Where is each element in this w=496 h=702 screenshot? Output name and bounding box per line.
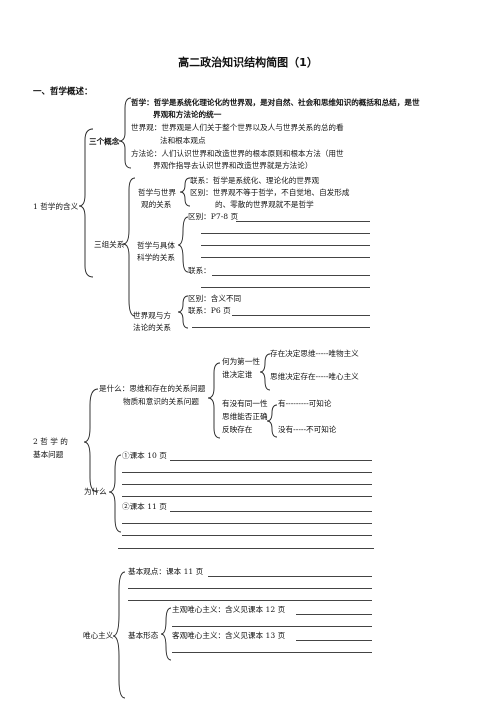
objective-idealism-text: 客观唯心主义：含义见课本 13 页 (172, 631, 286, 640)
blank-line (128, 600, 372, 601)
identity-line1: 有没有同一性 (222, 399, 268, 408)
identity-line2: 思维能否正确 (222, 412, 268, 421)
worldview-method-label-line2: 法论的关系 (133, 323, 171, 332)
blank-line (212, 275, 370, 276)
worldview-method-difference: 区别：含义不同 (188, 294, 242, 303)
blank-line (170, 460, 372, 461)
blank-line (232, 315, 370, 316)
brace-three-relations (122, 177, 136, 317)
section-heading: 一、哲学概述： (33, 87, 93, 97)
phil-worldview-difference-line1: 区别：世界观不等于哲学，不自觉地、自发形成 (190, 188, 350, 197)
topic2-label-line2: 基本问题 (33, 450, 64, 459)
brace-phil-worldview (179, 177, 191, 207)
blank-line (122, 484, 372, 485)
page-title: 高二政治知识结构简图（1） (178, 56, 318, 69)
brace-what (207, 362, 221, 439)
phil-science-label-line1: 哲学与具体 (137, 241, 175, 250)
brace-idealism (112, 571, 126, 699)
blank-line (122, 523, 372, 524)
agnostic-text: 没有-----不可知论 (278, 425, 337, 434)
brace-worldview-method (177, 295, 189, 329)
phil-worldview-connection: 联系：哲学是系统化、理论化的世界观 (190, 176, 320, 185)
phil-science-difference: 区别：P7-8 页 (188, 212, 239, 221)
blank-line (201, 233, 370, 234)
basic-forms-label: 基本形态 (128, 631, 159, 640)
topic1-label: 1 哲学的含义 (33, 202, 79, 211)
phil-worldview-label-line1: 哲学与世界 (138, 188, 176, 197)
which-first-line2: 谁决定谁 (222, 370, 253, 379)
methodology-def-line1: 方法论：人们认识世界和改造世界的根本原则和根本方法（用世 (131, 149, 344, 158)
worldview-def-line1: 世界观：世界观是人们关于整个世界以及人与世界关系的总的看 (131, 123, 344, 132)
identity-line3: 反映存在 (222, 425, 253, 434)
topic2-label-line1: 2 哲 学 的 (33, 437, 68, 446)
blank-line (122, 535, 372, 536)
phil-worldview-label-line2: 观的关系 (141, 200, 172, 209)
brace-three-concepts (118, 97, 132, 169)
blank-line (172, 626, 372, 627)
brace-why (108, 454, 122, 533)
why-label: 为什么 (84, 487, 107, 496)
brace-topic1 (78, 128, 94, 278)
brace-forms (160, 607, 172, 661)
which-first-line1: 何为第一性 (222, 357, 260, 366)
worldview-method-label-line1: 世界观与方 (133, 311, 171, 320)
phil-science-label-line2: 科学的关系 (137, 253, 175, 262)
phil-science-connection: 联系： (188, 266, 211, 275)
blank-line (122, 496, 372, 497)
philosophy-def-line1: 哲学：哲学是系统化理论化的世界观，是对自然、社会和思维知识的概括和总结，是世 (131, 98, 420, 107)
brace-first (259, 353, 271, 391)
brace-phil-science (177, 216, 189, 273)
worldview-def-line2: 法和根本观点 (160, 136, 206, 145)
reason2-text: ②课本 11 页 (122, 502, 167, 511)
reason1-text: ①课本 10 页 (122, 451, 167, 460)
knowable-text: 有---------可知论 (278, 399, 332, 408)
blank-line (192, 327, 370, 328)
blank-line (201, 287, 370, 288)
worldview-method-connection: 联系：P6 页 (188, 306, 231, 315)
materialism-text: 存在决定思维-----唯物主义 (270, 349, 359, 358)
blank-line (172, 652, 372, 653)
blank-line (128, 588, 372, 589)
three-relations-label: 三组关系 (94, 240, 125, 249)
idealism-text: 思维决定存在-----唯心主义 (270, 372, 359, 381)
blank-line (170, 511, 372, 512)
blank-line (236, 221, 370, 222)
brace-topic2 (83, 388, 99, 493)
blank-line (296, 614, 372, 615)
blank-line (208, 576, 372, 577)
blank-line (118, 548, 374, 549)
methodology-def-line2: 界观作指导去认识世界和改造世界就是方法论） (153, 161, 313, 170)
blank-line (201, 245, 370, 246)
what-line1: 是什么：思维和存在的关系问题 (99, 384, 206, 393)
three-concepts-label: 三个概念 (89, 137, 120, 146)
blank-line (201, 257, 370, 258)
blank-line (122, 472, 372, 473)
subjective-idealism-text: 主观唯心主义：含义见课本 12 页 (172, 605, 286, 614)
blank-line (296, 640, 372, 641)
what-line2: 物质和意识的关系问题 (123, 397, 199, 406)
brace-identity (266, 404, 278, 438)
philosophy-def-line2: 界观和方法论的统一 (153, 110, 222, 119)
basic-view-text: 基本观点：课本 11 页 (128, 567, 204, 576)
phil-worldview-difference-line2: 的、零散的世界观就不是哲学 (215, 200, 314, 209)
idealism-label: 唯心主义 (83, 631, 114, 640)
